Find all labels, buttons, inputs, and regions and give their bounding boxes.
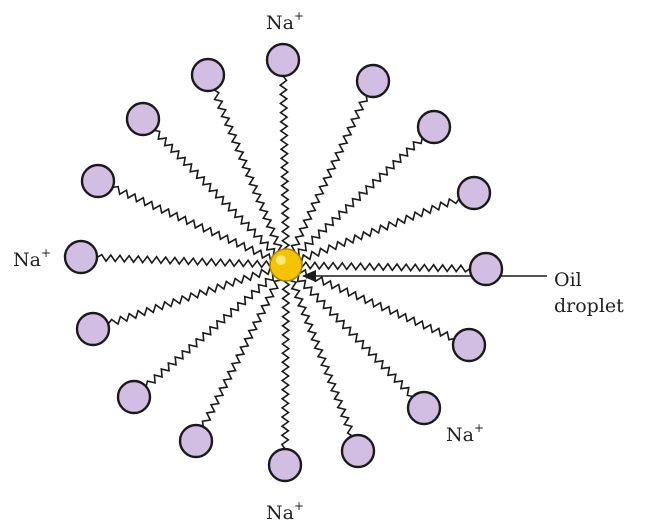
oil-droplet-label: Oil droplet [554, 267, 624, 319]
ionic-head [456, 175, 492, 211]
oil-label-line-1: Oil [554, 269, 582, 291]
ionic-head [178, 423, 214, 459]
hydrocarbon-tail [112, 185, 282, 264]
hydrocarbon-tail [201, 269, 284, 427]
ionic-head [468, 251, 504, 287]
ionic-head [125, 101, 161, 137]
oil-droplet-arrowhead [302, 270, 316, 282]
ionic-head [355, 63, 391, 99]
ionic-head [265, 42, 301, 78]
oil-droplet-highlight [276, 255, 286, 265]
hydrocarbon-tail [145, 268, 283, 387]
ionic-head [80, 163, 116, 199]
ionic-head [190, 57, 226, 93]
hydrocarbon-tail [287, 269, 354, 437]
hydrocarbon-tail [96, 253, 281, 269]
ionic-head [416, 109, 452, 145]
hydrocarbon-tail [286, 95, 369, 260]
ionic-head [75, 311, 111, 347]
ionic-head [63, 239, 99, 275]
hydrocarbon-tail [290, 197, 460, 264]
hydrocarbon-tail [280, 270, 291, 450]
ion-label-top: Na+ [266, 8, 305, 34]
hydrocarbon-tail [291, 260, 471, 273]
hydrocarbon-tail [213, 89, 286, 260]
oil-droplet [269, 248, 303, 282]
ion-label-bottom-right: Na+ [446, 420, 485, 446]
hydrocarbon-tail [154, 129, 283, 261]
ionic-head [451, 327, 487, 363]
hydrocarbon-tail [291, 265, 455, 341]
ion-label-left: Na+ [13, 245, 52, 271]
ionic-head [116, 379, 152, 415]
hydrocarbon-tail [107, 265, 281, 326]
hydrocarbon-tail [278, 75, 291, 260]
ion-label-bottom: Na+ [266, 498, 305, 524]
hydrocarbon-tail [289, 269, 414, 398]
hydrocarbon-tail [289, 137, 424, 262]
ionic-head [340, 433, 376, 469]
ionic-head [267, 447, 303, 483]
oil-label-line-2: droplet [554, 295, 624, 317]
ionic-head [406, 390, 442, 426]
